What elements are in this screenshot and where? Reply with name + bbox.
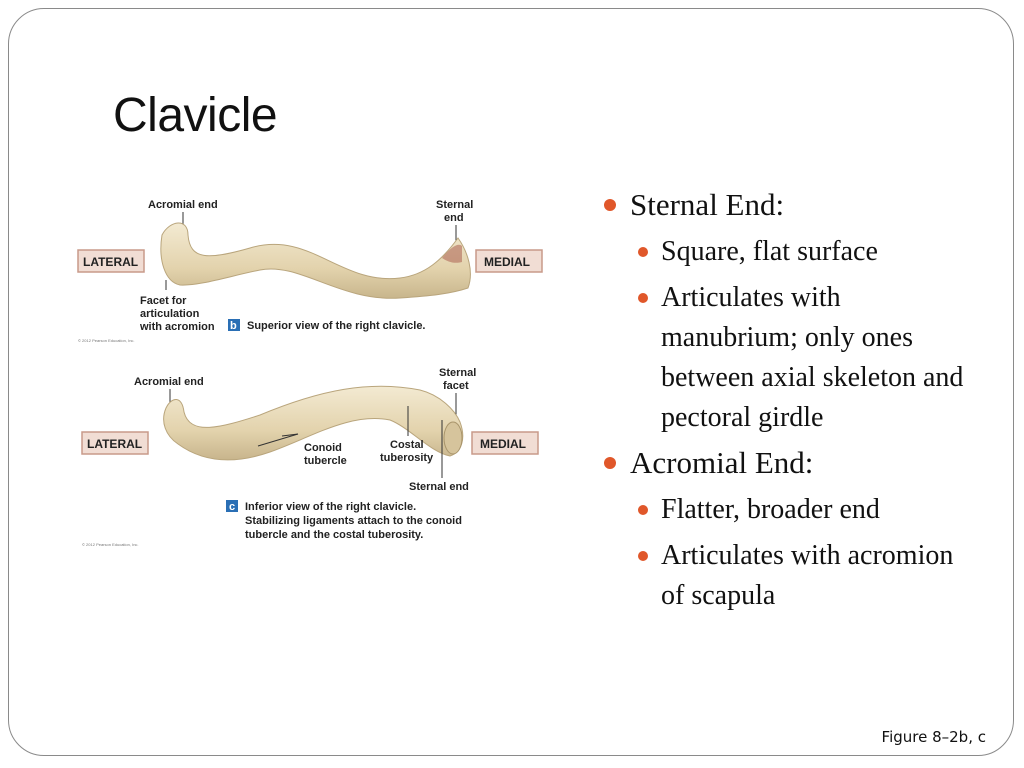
- slide-frame: [8, 8, 1014, 756]
- label-conoid-2: tubercle: [304, 455, 347, 467]
- figure-b-caption: Superior view of the right clavicle.: [247, 320, 426, 332]
- svg-text:LATERAL: LATERAL: [87, 437, 142, 451]
- sub-bullet-flatter-broader: Flatter, broader end: [600, 490, 980, 530]
- bullet-dot: [604, 199, 616, 211]
- label-sternal-facet-1: Sternal: [439, 367, 476, 379]
- label-facet-1: Facet for: [140, 295, 187, 307]
- bullet-list: Sternal End: Square, flat surface Articu…: [600, 186, 980, 622]
- label-acromial-end-c: Acromial end: [134, 376, 204, 388]
- sub-bullet-articulates-acromion: Articulates with acromion of scapula: [600, 536, 980, 616]
- clavicle-bone-superior: [160, 222, 471, 299]
- medial-label-b: MEDIAL: [475, 249, 543, 273]
- clavicle-figure: Acromial end Sternal end LATERAL MEDIAL …: [77, 199, 543, 547]
- figure-c-caption-3: tubercle and the costal tuberosity.: [245, 529, 423, 541]
- label-sternal-end-b-1: Sternal: [436, 199, 473, 211]
- sub-bullet-square-flat: Square, flat surface: [600, 232, 980, 272]
- figure-c-caption-2: Stabilizing ligaments attach to the cono…: [245, 515, 462, 527]
- medial-label-c: MEDIAL: [471, 431, 539, 455]
- slide-title: Clavicle: [113, 89, 278, 142]
- bullet-acromial-end: Acromial End:: [600, 444, 980, 482]
- svg-text:MEDIAL: MEDIAL: [480, 437, 526, 451]
- svg-text:LATERAL: LATERAL: [83, 255, 138, 269]
- figure-b-letter-box: [228, 319, 240, 331]
- label-facet-3: with acromion: [139, 321, 215, 333]
- bullet-dot: [638, 551, 648, 561]
- figure-c: Acromial end Sternal facet LATERAL MEDIA…: [81, 367, 539, 547]
- bullet-dot: [638, 505, 648, 515]
- sub-bullet-articulates-manubrium: Articulates with manubrium; only ones be…: [600, 278, 980, 438]
- figure-c-letter: c: [229, 501, 235, 513]
- bullet-dot: [638, 247, 648, 257]
- label-costal-1: Costal: [390, 439, 424, 451]
- figure-c-copyright: © 2012 Pearson Education, Inc.: [82, 542, 139, 547]
- label-facet-2: articulation: [140, 308, 200, 320]
- bullet-dot: [604, 457, 616, 469]
- svg-text:MEDIAL: MEDIAL: [484, 255, 530, 269]
- label-sternal-end-b-2: end: [444, 212, 464, 224]
- label-acromial-end-b: Acromial end: [148, 199, 218, 211]
- figure-b-letter: b: [230, 320, 237, 332]
- label-conoid-1: Conoid: [304, 442, 342, 454]
- lateral-label-b: LATERAL: [77, 249, 145, 273]
- label-costal-2: tuberosity: [380, 452, 434, 464]
- figure-c-letter-box: [226, 500, 238, 512]
- figure-reference: Figure 8–2b, c: [881, 728, 986, 746]
- label-sternal-facet-2: facet: [443, 380, 469, 392]
- label-sternal-end-c: Sternal end: [409, 481, 469, 493]
- figure-b-copyright: © 2012 Pearson Education, Inc.: [78, 338, 135, 343]
- figure-b: Acromial end Sternal end LATERAL MEDIAL …: [77, 199, 543, 343]
- bullet-sternal-end: Sternal End:: [600, 186, 980, 224]
- figure-c-caption-1: Inferior view of the right clavicle.: [245, 501, 416, 513]
- bullet-dot: [638, 293, 648, 303]
- lateral-label-c: LATERAL: [81, 431, 149, 455]
